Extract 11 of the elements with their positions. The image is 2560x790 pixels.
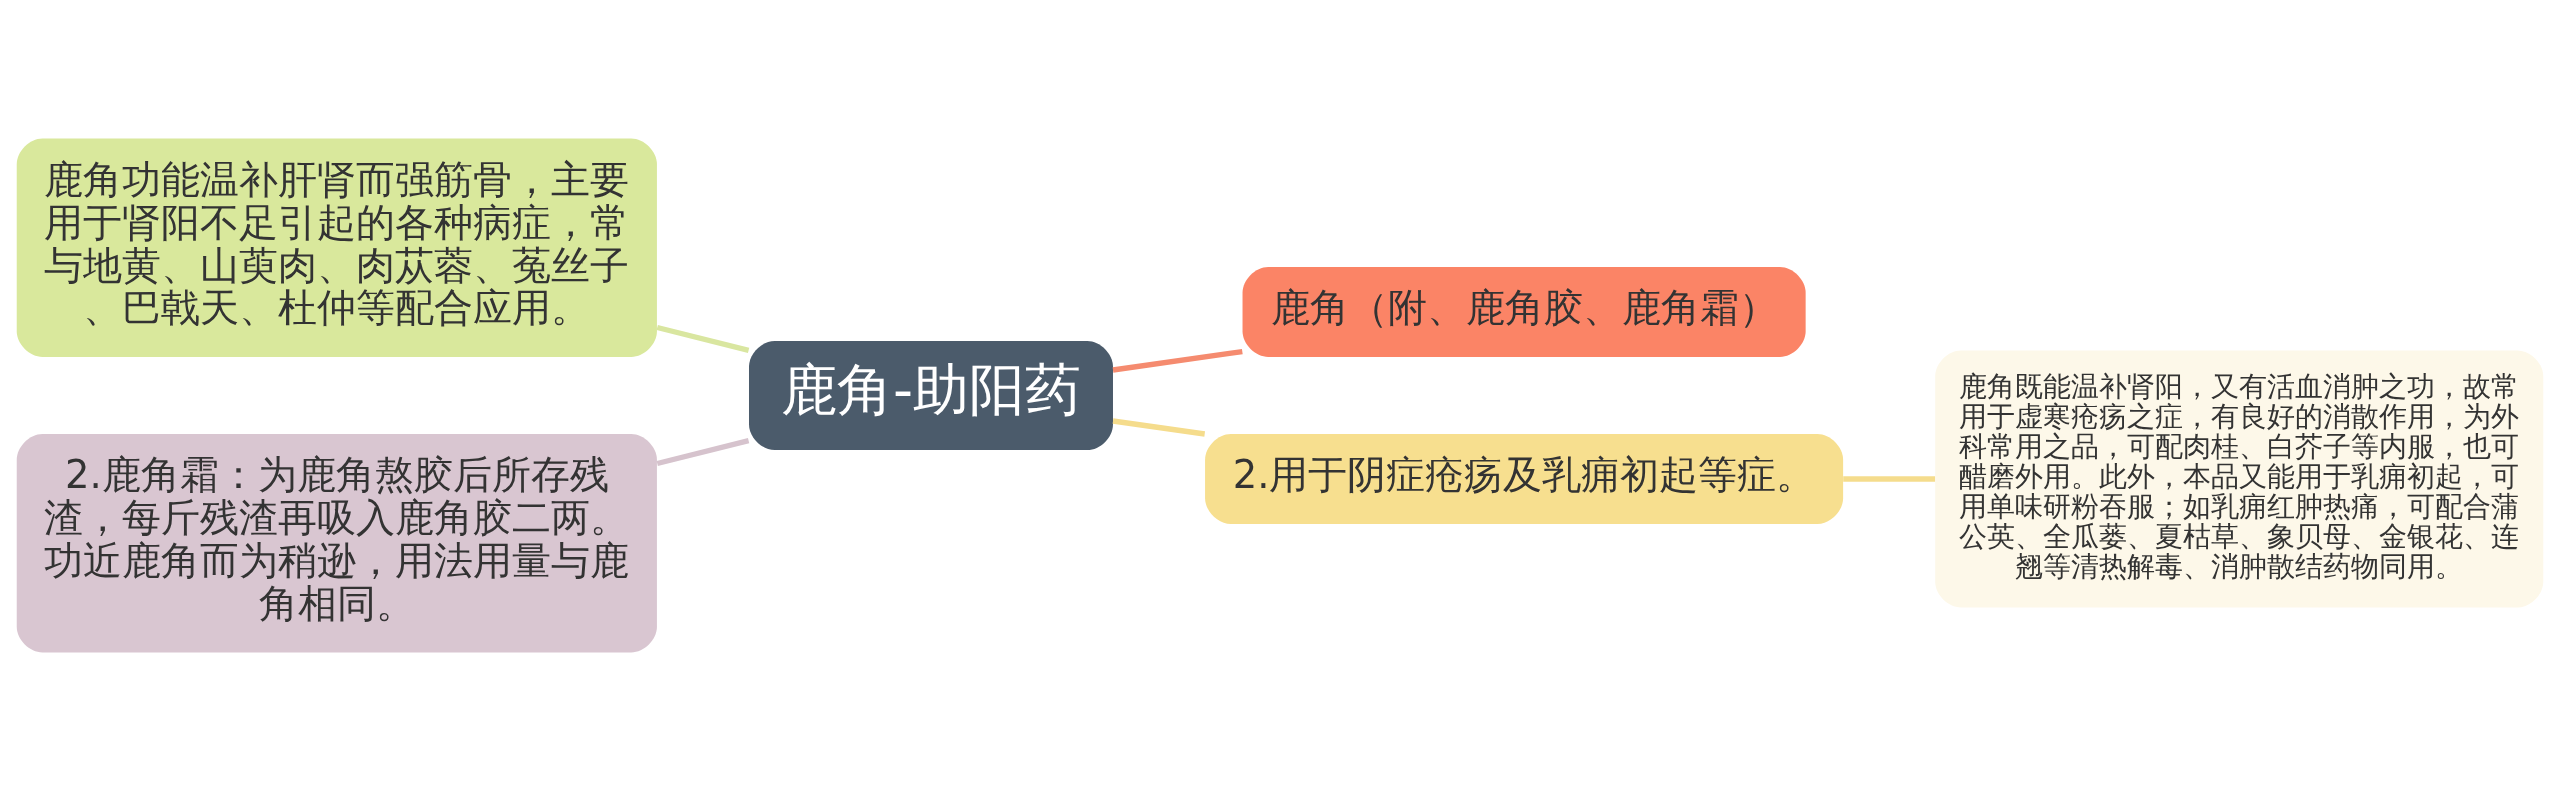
connector: [1112, 348, 1243, 373]
connector: [1112, 417, 1206, 437]
connector: [656, 324, 750, 353]
node-box: 2.用于阴症疮疡及乳痈初起等症。: [1205, 433, 1844, 524]
node-box: 鹿角既能温补肾阳，又有活血消肿之功，故常用于虚寒疮疡之症，有良好的消散作用，为外科常用之品，可配肉桂、白芥子等内服，也可醋磨外用。此外，本品又能用于乳痈初起，可用单味研粉吞服；如乳痈红肿热痛，可配合蒲公英、全瓜蒌、夏枯草、象贝母、金银花、连翘等清热解毒、消肿散结药物同用。: [1935, 350, 2544, 607]
node-box: 鹿角-助阳药: [749, 340, 1113, 450]
connector: [1843, 475, 1936, 482]
connector: [656, 437, 750, 466]
node-box: 鹿角（附、鹿角胶、鹿角霜）: [1242, 266, 1806, 357]
node-box: 2.鹿角霜：为鹿角熬胶后所存残渣，每斤残渣再吸入鹿角胶二两。功近鹿角而为稍逊，用法用量与鹿角相同。: [16, 433, 657, 652]
node-box: 鹿角功能温补肝肾而强筋骨，主要用于肾阳不足引起的各种病症，常与地黄、山萸肉、肉苁蓉、菟丝子、巴戟天、杜仲等配合应用。: [16, 138, 657, 357]
